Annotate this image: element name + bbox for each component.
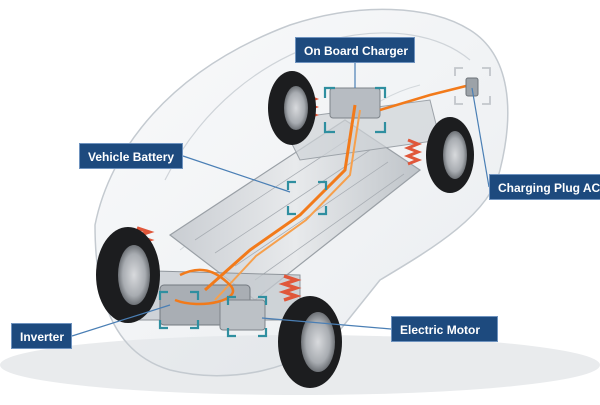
leader-charging-plug bbox=[471, 87, 490, 188]
rear-right-spring bbox=[278, 274, 302, 302]
focus-bracket-charger bbox=[323, 86, 387, 134]
leader-electric-motor bbox=[261, 317, 392, 330]
front-right-spring bbox=[403, 138, 423, 166]
focus-bracket-battery bbox=[286, 180, 328, 216]
hv-cable-4 bbox=[174, 268, 235, 306]
rear-right-wheel bbox=[278, 296, 342, 388]
electric-motor-label: Electric Motor bbox=[391, 316, 498, 342]
focus-bracket-motor bbox=[226, 295, 268, 338]
front-left-wheel bbox=[268, 71, 316, 145]
battery-module-lines bbox=[194, 137, 405, 281]
leader-inverter bbox=[71, 304, 171, 337]
vehicle-battery-label: Vehicle Battery bbox=[79, 143, 183, 169]
electric-motor-unit bbox=[219, 299, 266, 331]
hv-cable-2 bbox=[214, 109, 361, 301]
on-board-charger-label: On Board Charger bbox=[295, 37, 415, 63]
focus-bracket-plug bbox=[454, 67, 491, 105]
rear-left-wheel bbox=[96, 227, 160, 323]
charging-plug-label: Charging Plug AC bbox=[489, 174, 600, 200]
hv-cable bbox=[204, 104, 357, 292]
inverter-label: Inverter bbox=[11, 323, 72, 349]
leader-vehicle-battery bbox=[182, 155, 291, 193]
charging-plug-unit bbox=[465, 77, 479, 97]
front-right-wheel bbox=[426, 117, 474, 193]
hv-cable-3 bbox=[379, 83, 471, 112]
focus-bracket-inverter bbox=[158, 290, 200, 330]
